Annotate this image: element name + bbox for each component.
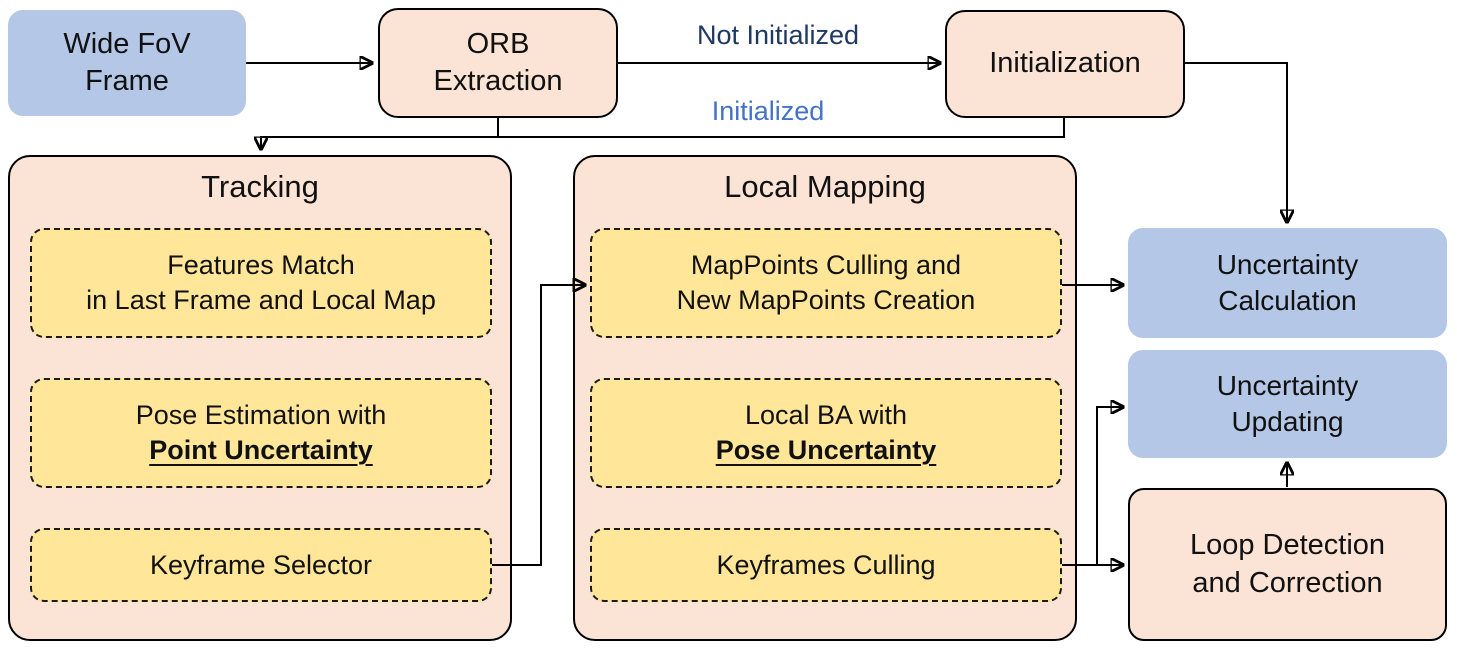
- node-label: Loop Detection: [1189, 529, 1386, 562]
- node-label: in Last Frame and Local Map: [86, 285, 436, 315]
- tracking-title: Tracking: [201, 169, 319, 204]
- node-label: Wide FoV: [63, 27, 191, 60]
- local-ba-node: Local BA with Pose Uncertainty: [590, 378, 1062, 488]
- keyframe-selector-node: Keyframe Selector: [30, 528, 492, 602]
- mappoints-culling-node: MapPoints Culling and New MapPoints Crea…: [590, 228, 1062, 338]
- node-label: MapPoints Culling and: [690, 250, 962, 281]
- node-label: Uncertainty: [1216, 249, 1359, 281]
- node-label: ORB: [466, 27, 530, 60]
- uncertainty-calculation-node: Uncertainty Calculation: [1128, 228, 1447, 338]
- node-label-emphasis: Point Uncertainty: [149, 435, 373, 465]
- node-label: and Correction: [1192, 566, 1383, 599]
- local-mapping-title: Local Mapping: [724, 169, 926, 204]
- keyframes-culling-node: Keyframes Culling: [590, 528, 1062, 602]
- initialization-node: Initialization: [945, 10, 1185, 118]
- edge-branch-to-uncertainty-updating: [1096, 407, 1123, 565]
- node-label: Uncertainty: [1216, 370, 1359, 402]
- node-label: Keyframe Selector: [149, 549, 373, 580]
- wide-fov-frame-node: Wide FoV Frame: [8, 10, 246, 116]
- node-label: Keyframes Culling: [716, 549, 936, 580]
- node-label: Calculation: [1218, 285, 1357, 316]
- orb-extraction-node: ORB Extraction: [378, 8, 618, 118]
- not-initialized-edge-label: Not Initialized: [696, 20, 860, 50]
- node-label: Frame: [85, 65, 169, 97]
- node-label: Updating: [1231, 406, 1344, 437]
- features-match-node: Features Match in Last Frame and Local M…: [30, 228, 492, 338]
- uncertainty-updating-node: Uncertainty Updating: [1128, 350, 1447, 458]
- node-label-emphasis: Pose Uncertainty: [715, 435, 937, 465]
- node-label: Local BA with: [744, 400, 908, 431]
- initialized-edge-label: Initialized: [711, 96, 825, 126]
- loop-detection-node: Loop Detection and Correction: [1128, 488, 1447, 641]
- pose-estimation-node: Pose Estimation with Point Uncertainty: [30, 378, 492, 488]
- node-label: Pose Estimation with: [135, 400, 387, 431]
- node-label: Initialization: [989, 47, 1141, 80]
- node-label: New MapPoints Creation: [676, 285, 976, 315]
- edge-initialization-to-uncertainty-calculation: [1185, 62, 1287, 222]
- node-label: Extraction: [433, 65, 563, 97]
- node-label: Features Match: [167, 250, 355, 281]
